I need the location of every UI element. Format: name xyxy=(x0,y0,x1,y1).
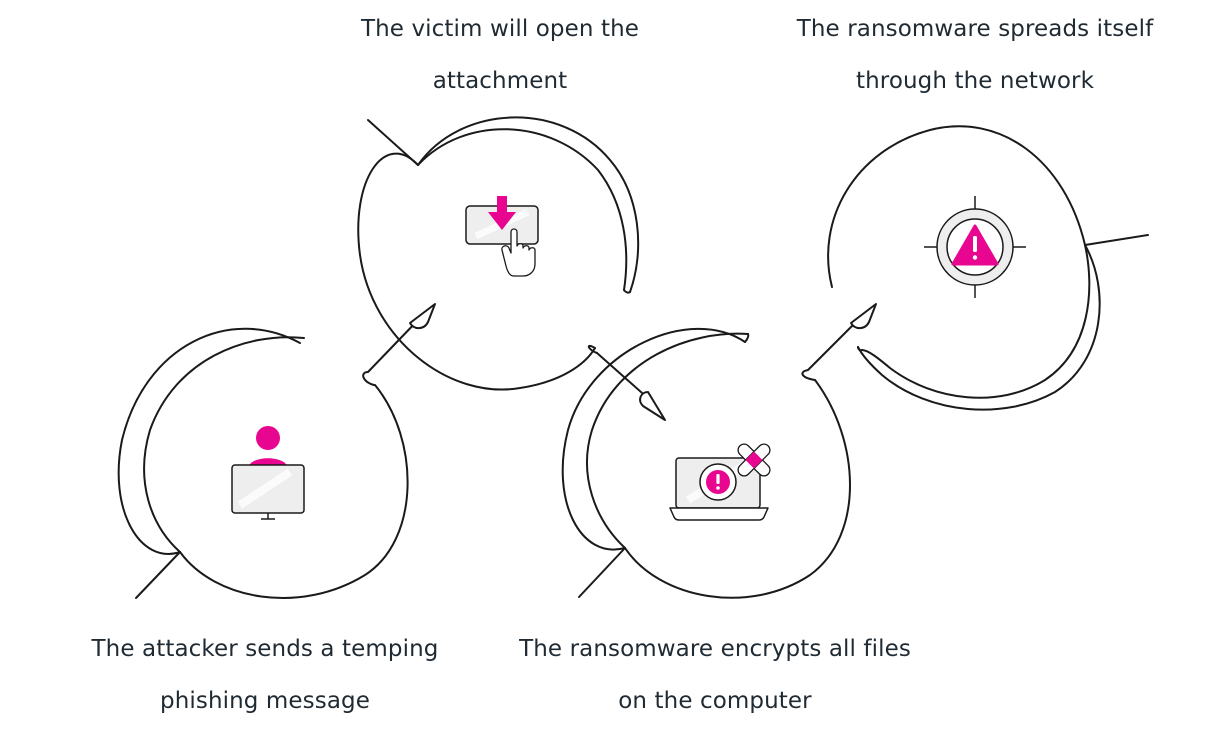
step-1-caption-line-1: The attacker sends a temping xyxy=(91,636,439,662)
step-4-loop xyxy=(827,125,1149,411)
step-1-caption: The attacker sends a temping phishing me… xyxy=(60,623,470,727)
warning-target-icon xyxy=(924,196,1026,298)
step-2-caption-line-2: attachment xyxy=(432,68,568,94)
user-at-monitor-icon xyxy=(231,426,305,520)
arrow-step1-to-step2 xyxy=(367,303,436,373)
arrow-step2-to-step3 xyxy=(596,352,666,421)
step-2-caption-line-1: The victim will open the xyxy=(360,16,639,42)
step-3-caption-line-1: The ransomware encrypts all files xyxy=(519,636,911,662)
download-click-icon xyxy=(465,196,539,277)
step-4-caption-line-1: The ransomware spreads itself xyxy=(796,16,1154,42)
step-1-caption-line-2: phishing message xyxy=(160,688,370,714)
step-4-caption: The ransomware spreads itself through th… xyxy=(760,3,1190,107)
arrow-step3-to-step4 xyxy=(807,303,877,371)
step-1-loop xyxy=(117,327,409,600)
step-2-loop xyxy=(357,116,640,391)
step-3-caption-line-2: on the computer xyxy=(618,688,812,714)
step-3-loop xyxy=(561,327,851,599)
step-3-caption: The ransomware encrypts all files on the… xyxy=(490,623,940,727)
infected-laptop-icon xyxy=(669,443,771,521)
step-2-caption: The victim will open the attachment xyxy=(300,3,700,107)
step-4-caption-line-2: through the network xyxy=(855,68,1095,94)
